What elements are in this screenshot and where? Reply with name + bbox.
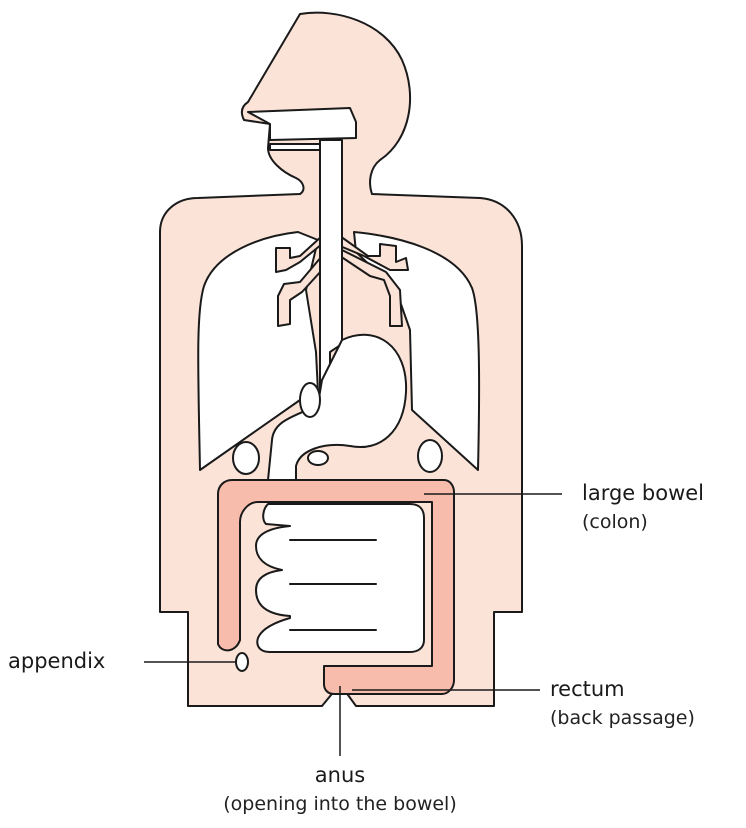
- throat-gap: [270, 144, 320, 150]
- rectum-note: (back passage): [550, 707, 695, 729]
- anus-note: (opening into the bowel): [223, 793, 457, 815]
- organ-blob-3: [308, 451, 328, 465]
- organ-blob-4: [418, 440, 442, 472]
- organ-blob-1: [300, 383, 320, 417]
- organ-blob-2: [233, 442, 259, 474]
- large-bowel-note: (colon): [582, 511, 648, 533]
- large-bowel-label: large bowel: [582, 481, 704, 505]
- appendix-shape: [236, 653, 248, 671]
- anus-label: anus: [315, 763, 365, 787]
- appendix-label: appendix: [8, 649, 105, 673]
- rectum-label: rectum: [550, 677, 625, 701]
